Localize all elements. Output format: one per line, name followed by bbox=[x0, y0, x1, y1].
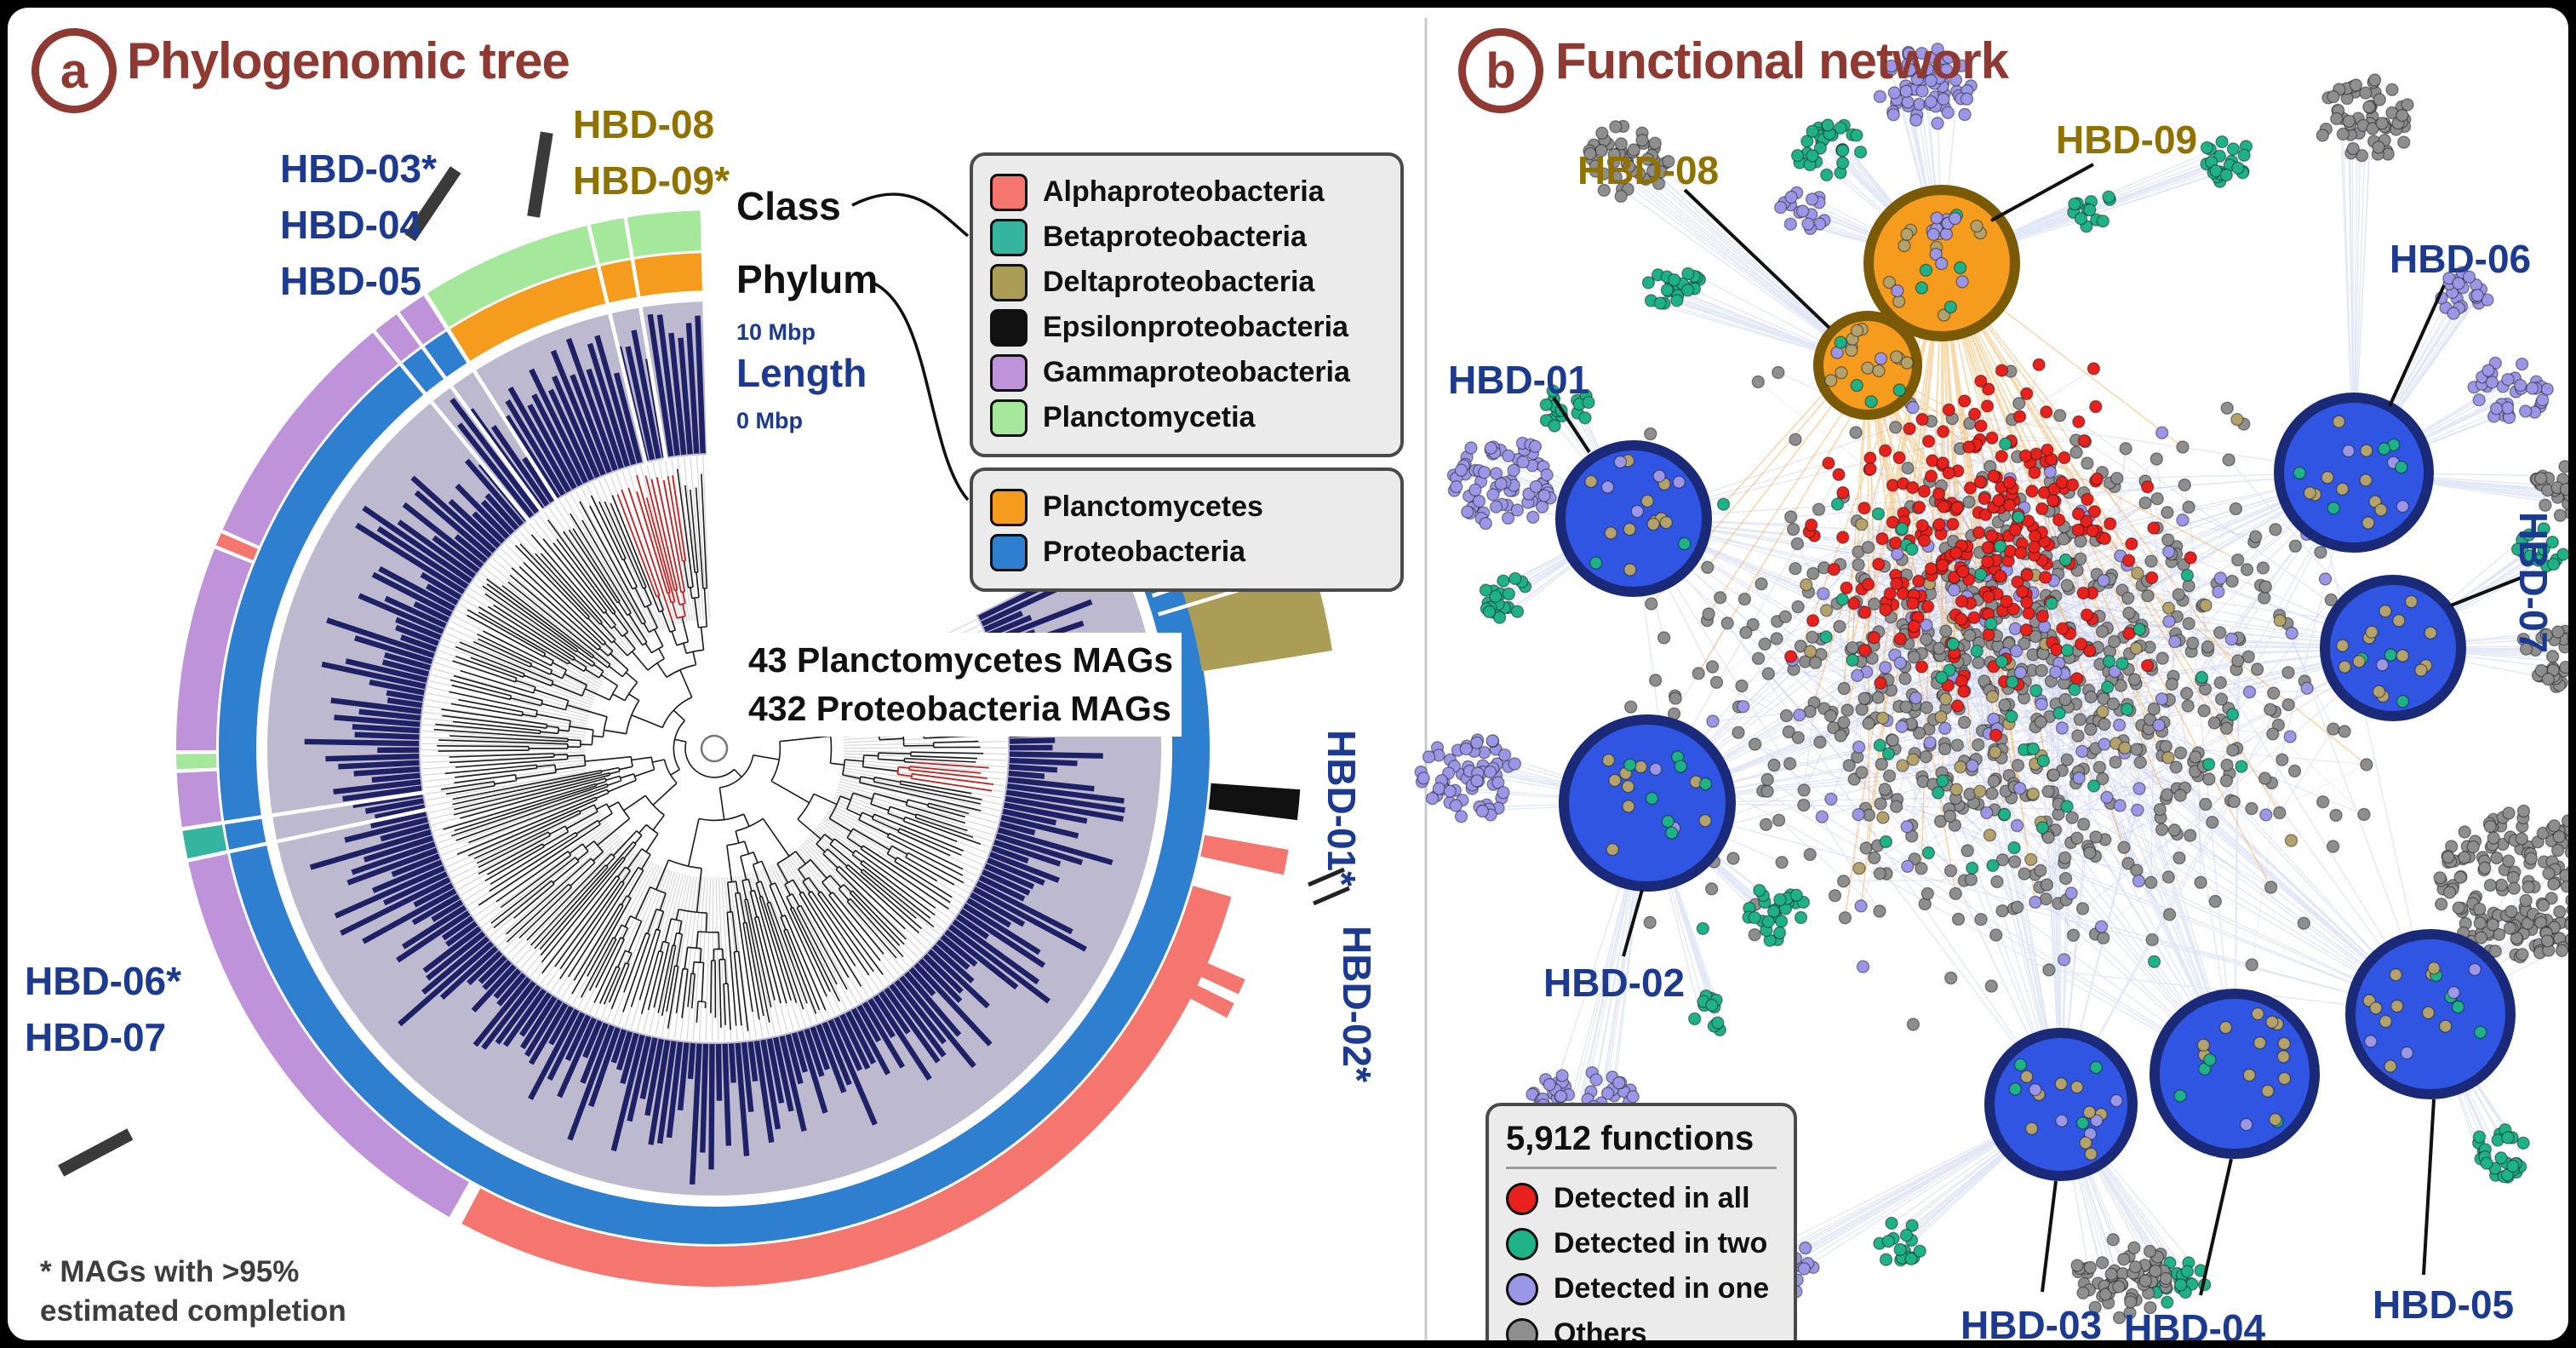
hub-hbd-02 bbox=[1559, 714, 1736, 892]
class-color-swatch bbox=[990, 353, 1028, 392]
tree-label-hbd-08-09: HBD-08 HBD-09* bbox=[573, 96, 730, 209]
function-legend-title: 5,912 functions bbox=[1506, 1120, 1777, 1169]
network-label-hbd-06: HBD-06 bbox=[2390, 237, 2532, 281]
legend-item: Proteobacteria bbox=[990, 530, 1383, 575]
network-label-hbd-03: HBD-03 bbox=[1961, 1303, 2103, 1340]
legend-item: Planctomycetia bbox=[990, 395, 1383, 440]
class-color-swatch bbox=[990, 218, 1028, 256]
tree-label-line: HBD-06* bbox=[25, 959, 182, 1003]
phylum-color-swatch bbox=[990, 488, 1028, 526]
class-color-swatch bbox=[990, 308, 1028, 347]
function-color-swatch bbox=[1506, 1182, 1538, 1215]
tree-label-line: HBD-09* bbox=[573, 158, 730, 203]
legend-item-label: Planctomycetes bbox=[1043, 490, 1263, 523]
function-color-swatch bbox=[1506, 1272, 1538, 1305]
function-legend: 5,912 functions Detected in all Detected… bbox=[1485, 1103, 1797, 1340]
class-color-swatch bbox=[990, 173, 1028, 211]
legend-item: Planctomycetes bbox=[990, 485, 1383, 530]
network-label-hbd-05: HBD-05 bbox=[2373, 1282, 2515, 1327]
legend-item: Deltaproteobacteria bbox=[990, 260, 1383, 305]
legend-item-label: Detected in all bbox=[1554, 1182, 1750, 1214]
tree-label-line: HBD-08 bbox=[573, 102, 715, 146]
ring-scale-max: 10 Mbp bbox=[736, 319, 816, 345]
function-color-swatch bbox=[1506, 1317, 1538, 1340]
legend-item-label: Detected in one bbox=[1554, 1272, 1770, 1305]
mag-counts: 43 Planctomycetes MAGs 432 Proteobacteri… bbox=[740, 633, 1182, 737]
legend-item-label: Others bbox=[1554, 1317, 1647, 1340]
planctomycetes-count: 43 Planctomycetes MAGs bbox=[748, 640, 1174, 680]
network-label-hbd-04: HBD-04 bbox=[2124, 1306, 2266, 1340]
tree-label-line: HBD-05 bbox=[280, 259, 422, 303]
legend-item-label: Proteobacteria bbox=[1043, 536, 1246, 568]
legend-item: Betaproteobacteria bbox=[990, 215, 1383, 260]
legend-item-label: Alphaproteobacteria bbox=[1043, 175, 1325, 208]
network-label-hbd-09: HBD-09 bbox=[2056, 118, 2198, 162]
network-label-hbd-01: HBD-01 bbox=[1448, 358, 1590, 402]
legend-item-label: Betaproteobacteria bbox=[1043, 221, 1307, 253]
ring-label-phylum: Phylum bbox=[736, 257, 879, 301]
legend-item: Detected in one bbox=[1506, 1266, 1777, 1311]
footnote-line: * MAGs with >95% bbox=[40, 1255, 300, 1288]
tree-label-hbd-01: HBD-01* bbox=[1319, 730, 1364, 887]
class-color-swatch bbox=[990, 399, 1028, 437]
legend-item: Detected in all bbox=[1506, 1176, 1777, 1221]
legend-item-label: Epsilonproteobacteria bbox=[1043, 311, 1348, 343]
panel-b-badge: b bbox=[1458, 28, 1543, 113]
tree-label-hbd-02: HBD-02* bbox=[1335, 926, 1379, 1083]
class-color-swatch bbox=[990, 263, 1028, 301]
network-label-hbd-02: HBD-02 bbox=[1543, 961, 1686, 1005]
panel-a-badge: a bbox=[31, 28, 117, 113]
hub-hbd-01 bbox=[1555, 440, 1712, 597]
phylum-legend: Planctomycetes Proteobacteria bbox=[970, 467, 1404, 592]
legend-item-label: Detected in two bbox=[1554, 1227, 1768, 1259]
figure-graphics bbox=[58, 18, 2568, 1340]
legend-item: Others bbox=[1506, 1311, 1777, 1340]
legend-item: Detected in two bbox=[1506, 1221, 1777, 1266]
class-legend: Alphaproteobacteria Betaproteobacteria D… bbox=[970, 152, 1404, 457]
network-label-hbd-07: HBD-07 bbox=[2511, 512, 2556, 654]
phylum-color-swatch bbox=[990, 533, 1028, 571]
hub-hbd-07 bbox=[2320, 575, 2466, 721]
footnote-line: estimated completion bbox=[40, 1294, 346, 1328]
hub-hbd-04 bbox=[2150, 989, 2320, 1159]
tree-label-line: HBD-03* bbox=[280, 146, 438, 191]
panel-a-title: Phylogenomic tree bbox=[127, 32, 570, 89]
tree-label-hbd-03-04-05: HBD-03* HBD-04 HBD-05 bbox=[280, 141, 437, 309]
function-color-swatch bbox=[1506, 1227, 1538, 1260]
tree-label-line: HBD-07 bbox=[25, 1015, 167, 1059]
tree-label-line: HBD-04 bbox=[280, 203, 422, 247]
tree-label-hbd-06-07: HBD-06* HBD-07 bbox=[25, 953, 181, 1065]
network-label-hbd-08: HBD-08 bbox=[1577, 148, 1720, 192]
ring-label-class: Class bbox=[736, 184, 841, 228]
legend-item-label: Planctomycetia bbox=[1043, 401, 1256, 433]
figure-canvas: a Phylogenomic tree HBD-03* HBD-04 HBD-0… bbox=[8, 8, 2568, 1340]
ring-scale-min: 0 Mbp bbox=[736, 408, 803, 433]
legend-item: Epsilonproteobacteria bbox=[990, 305, 1383, 350]
ring-label-length: Length bbox=[736, 351, 867, 395]
legend-item: Alphaproteobacteria bbox=[990, 169, 1383, 215]
proteobacteria-count: 432 Proteobacteria MAGs bbox=[748, 689, 1171, 728]
completion-footnote: * MAGs with >95% estimated completion bbox=[40, 1253, 346, 1331]
legend-item-label: Deltaproteobacteria bbox=[1043, 266, 1315, 298]
legend-item-label: Gammaproteobacteria bbox=[1043, 356, 1350, 388]
hub-hbd-06 bbox=[2274, 393, 2434, 553]
panel-b-title: Functional network bbox=[1555, 32, 2009, 89]
legend-item: Gammaproteobacteria bbox=[990, 350, 1383, 395]
